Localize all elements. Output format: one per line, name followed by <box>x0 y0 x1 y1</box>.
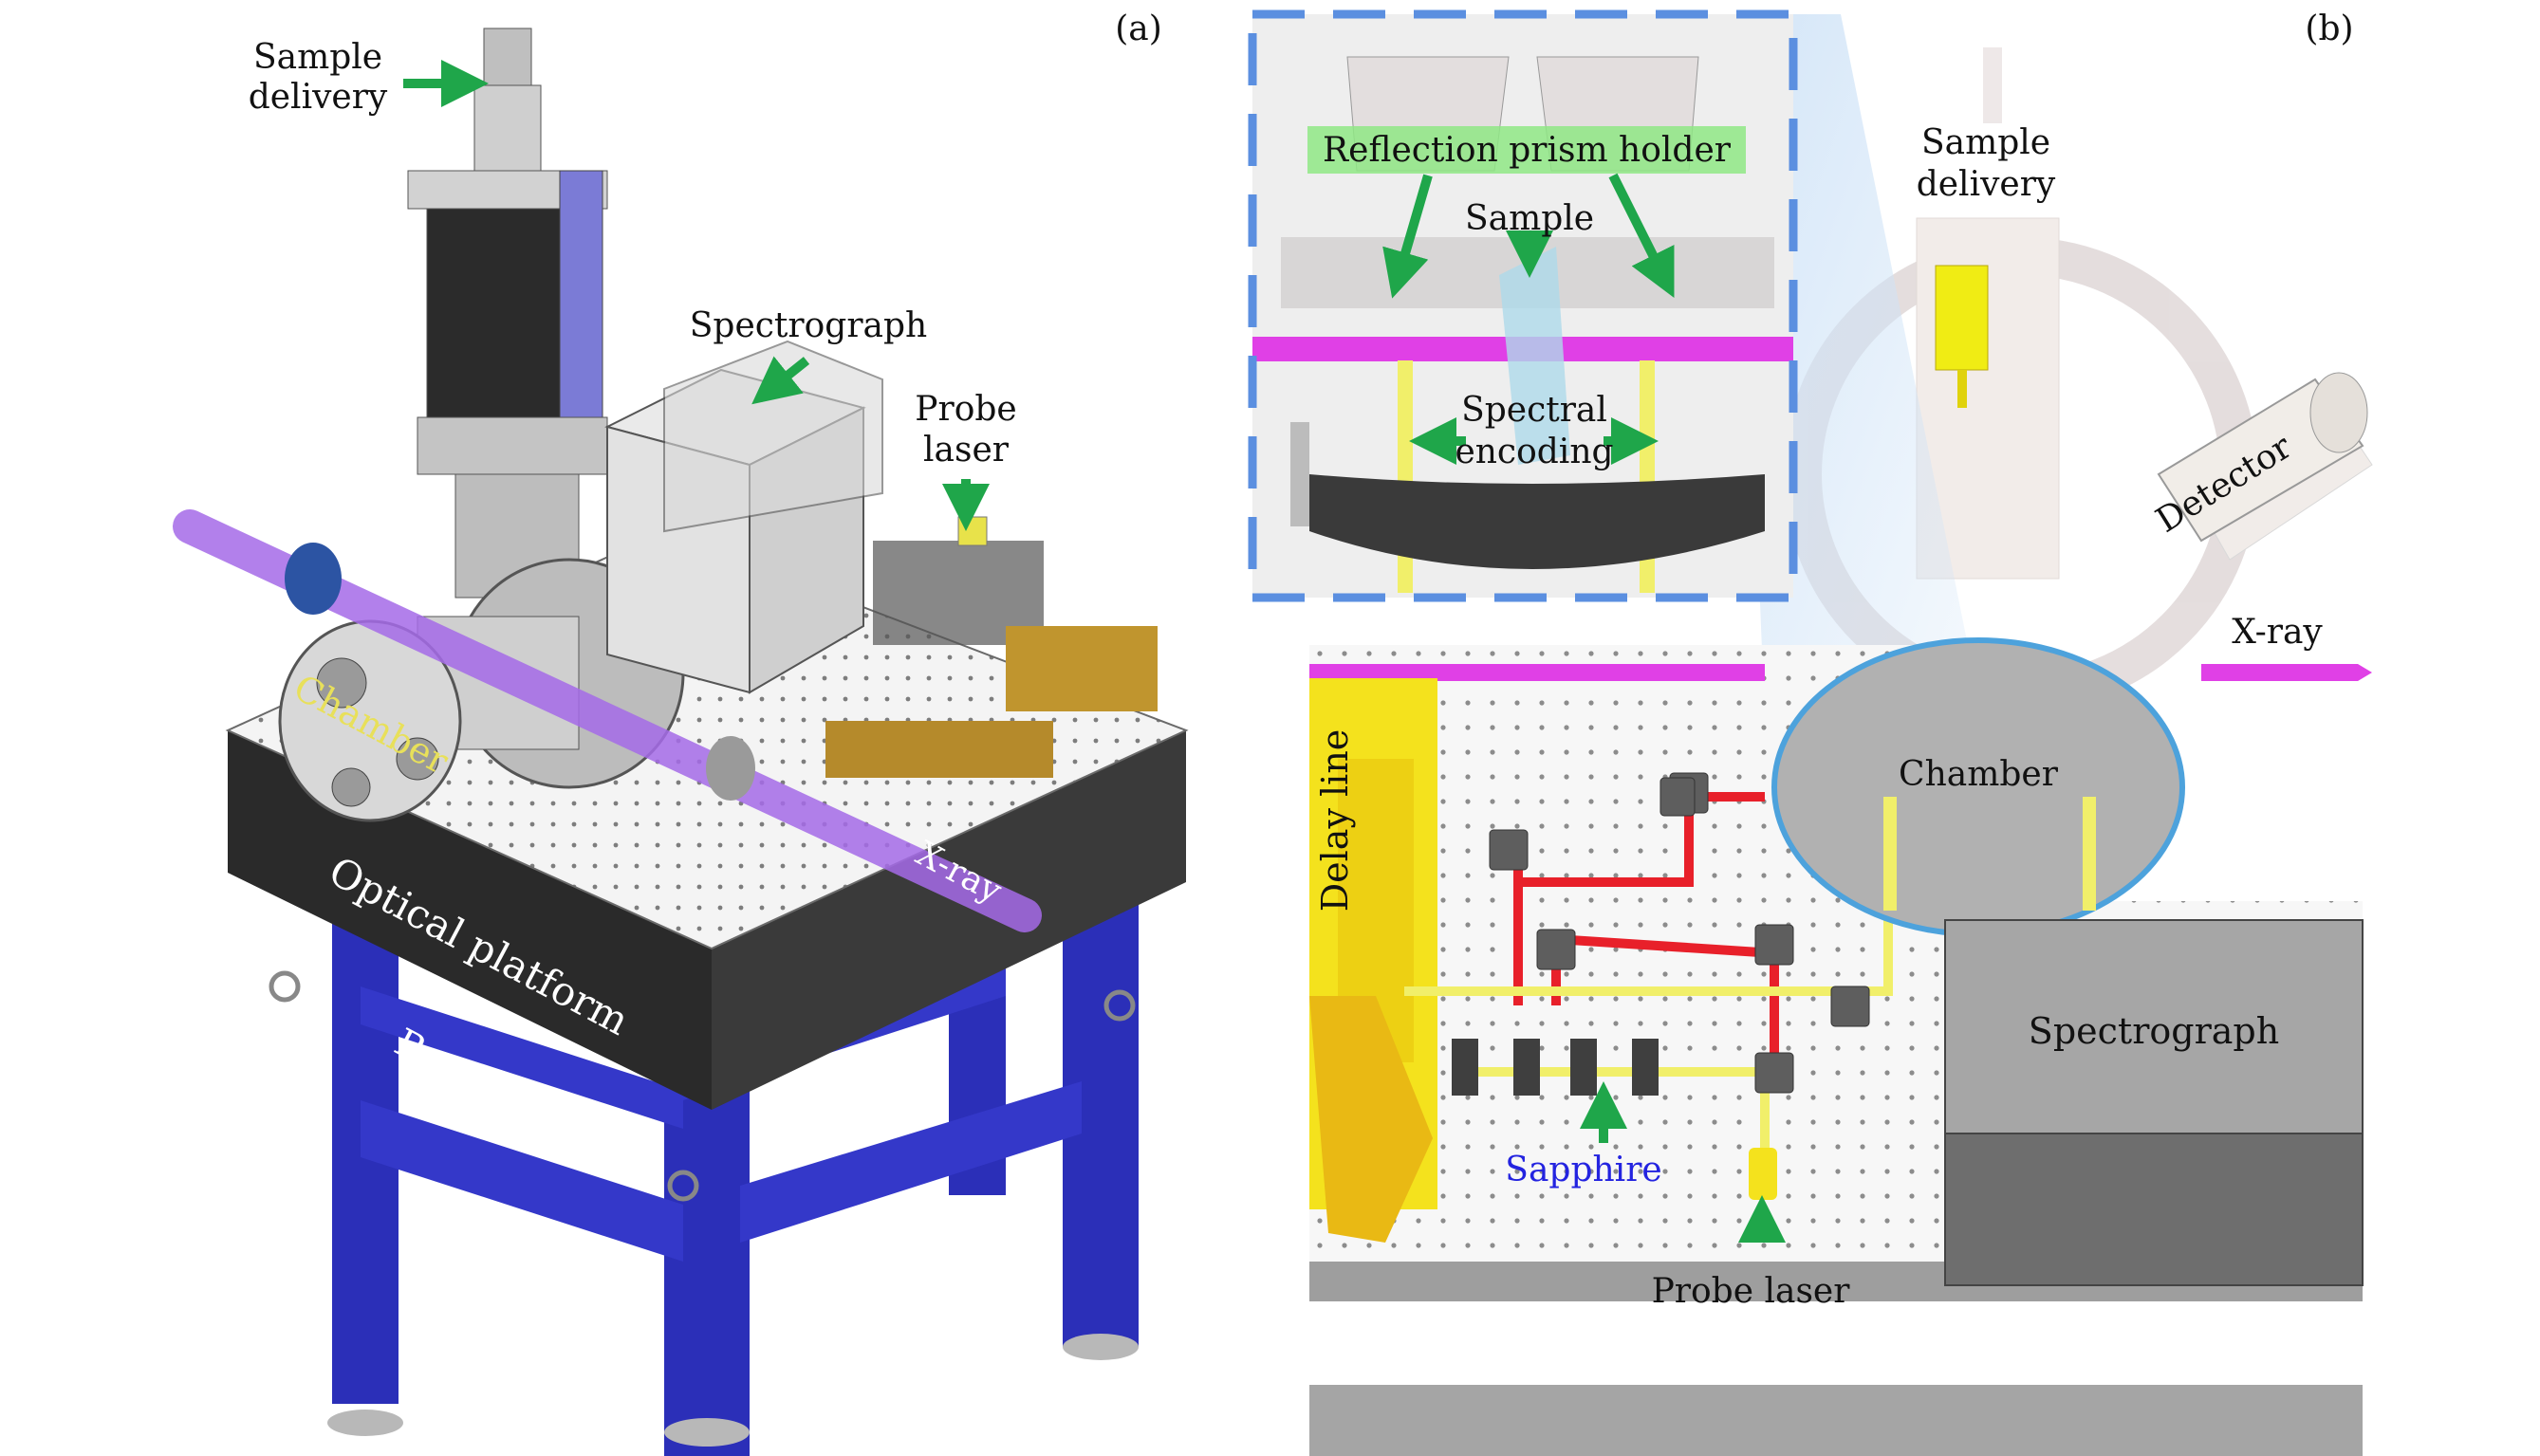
label-spectrograph-b: Spectrograph <box>2029 1010 2279 1052</box>
label-probe-laser-a: Probe <box>915 390 1016 429</box>
label-delay-line: Delay line <box>1314 729 1356 912</box>
label-sapphire: Sapphire <box>1505 1151 1661 1189</box>
label-probe-laser-a-2: laser <box>923 431 1010 470</box>
label-spectral-encoding-2: encoding <box>1455 433 1613 471</box>
arrow-prism-left <box>1382 174 1433 299</box>
spectrograph-b <box>1944 919 2364 1286</box>
reflection-prism-holder-band <box>1307 126 1746 174</box>
mirror-mounts <box>1489 772 1870 1094</box>
label-spectral-encoding: Spectral <box>1461 391 1607 430</box>
label-sample-delivery-b: Sample <box>1921 123 2050 162</box>
label-sample-delivery-a-2: delivery <box>249 78 388 117</box>
label-sample-delivery-a: Sample <box>253 38 382 77</box>
detector <box>2157 372 2368 543</box>
label-spectrograph-a: Spectrograph <box>690 306 927 345</box>
label-reflection-prism-holder: Reflection prism holder <box>1323 131 1732 170</box>
delay-line <box>1309 678 1437 1243</box>
panel-b: (b) Reflection prism holder Sample Spect… <box>1248 9 2373 1456</box>
xray-beam-b-left <box>1309 664 1765 681</box>
probe-laser-source <box>1749 1148 1777 1200</box>
label-chamber-b: Chamber <box>1899 755 2059 794</box>
xray-arrow-b <box>2201 664 2372 681</box>
zoom-beam <box>1736 14 1983 721</box>
base-plate-lower <box>1309 1385 2363 1456</box>
label-xray-b: X-ray <box>2232 613 2323 652</box>
inset <box>1248 9 1798 602</box>
arrow-spectrograph-a <box>751 356 810 405</box>
panel-a: (a) Sample delivery Spectrograph Probe l… <box>173 9 1189 1456</box>
panel-a-tag: (a) <box>1115 9 1162 48</box>
xray-flange-a <box>285 543 755 801</box>
inset-frame <box>1248 9 1798 602</box>
label-probe-laser-b: Probe laser <box>1652 1272 1851 1311</box>
sample-delivery-column <box>407 28 608 599</box>
arrow-prism-right <box>1608 173 1675 298</box>
label-sample-b: Sample <box>1465 199 1594 238</box>
panel-b-tag: (b) <box>2305 9 2353 48</box>
spectrograph-a <box>604 340 883 694</box>
label-sample-delivery-b-2: delivery <box>1917 165 2056 204</box>
optics-a <box>825 516 1158 778</box>
sample-delivery-b <box>1935 265 1989 408</box>
